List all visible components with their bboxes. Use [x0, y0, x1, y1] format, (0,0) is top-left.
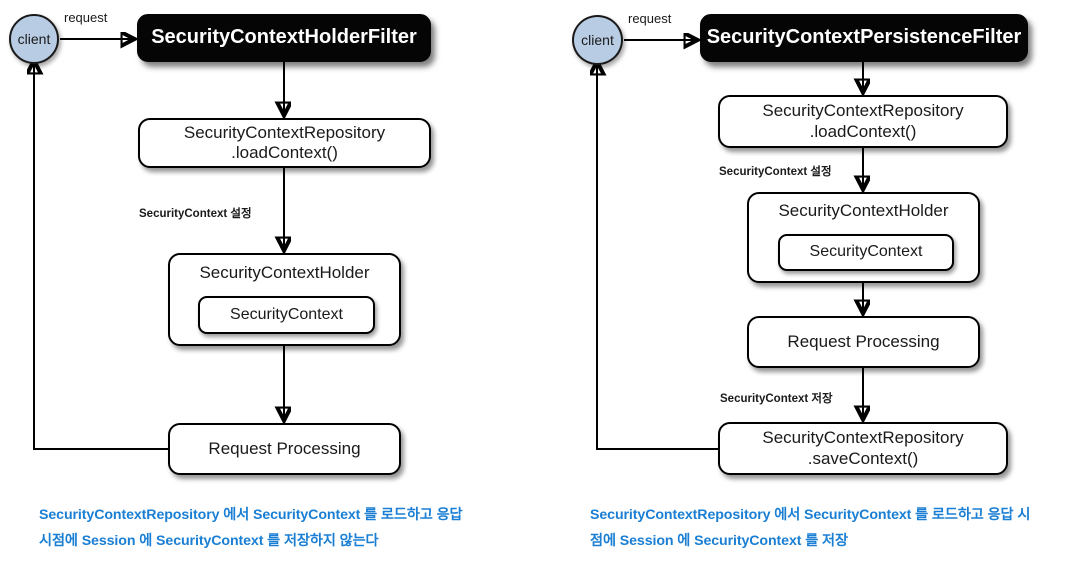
left-client-node[interactable]: client [9, 14, 59, 64]
left-security-context-label: SecurityContext [230, 305, 343, 323]
left-caption-line1: SecurityContextRepository 에서 SecurityCon… [39, 507, 463, 523]
left-request-processing-label: Request Processing [208, 438, 361, 458]
right-repository-save-node[interactable]: SecurityContextRepository .saveContext() [718, 422, 1008, 475]
right-client-label: client [581, 32, 614, 48]
left-repository-load-line2: .loadContext() [231, 143, 338, 162]
right-connector-wires [543, 0, 1086, 450]
right-repository-save-line2: .saveContext() [807, 448, 919, 468]
right-set-context-edge-label: SecurityContext 설정 [719, 166, 832, 178]
right-security-context-node[interactable]: SecurityContext [778, 234, 954, 271]
left-filter-label: SecurityContextHolderFilter [151, 26, 417, 49]
right-caption-line2: 점에 Session 에 SecurityContext 를 저장 [590, 533, 848, 550]
right-repository-save-line1: SecurityContextRepository [762, 428, 964, 448]
left-holder-label: SecurityContextHolder [199, 263, 370, 282]
left-caption: SecurityContextRepository 에서 SecurityCon… [39, 502, 463, 555]
right-client-node[interactable]: client [572, 15, 623, 65]
left-repository-load-line1: SecurityContextRepository [183, 122, 386, 142]
right-repository-load-line2: .loadContext() [809, 121, 917, 141]
left-security-context-node[interactable]: SecurityContext [198, 296, 375, 334]
left-client-label: client [17, 31, 51, 47]
right-security-context-label: SecurityContext [809, 243, 923, 261]
right-holder-node[interactable]: SecurityContextHolder SecurityContext [747, 192, 980, 283]
left-request-edge-label: request [64, 10, 108, 25]
right-repository-load-line1: SecurityContextRepository [762, 101, 964, 121]
right-caption: SecurityContextRepository 에서 SecurityCon… [590, 502, 1030, 555]
right-request-processing-label: Request Processing [787, 331, 940, 351]
left-request-processing-node[interactable]: Request Processing [168, 423, 401, 475]
left-caption-line2: 시점에 Session 에 SecurityContext 를 저장하지 않는다 [39, 533, 379, 550]
left-connector-wires [0, 0, 543, 450]
right-save-context-edge-label: SecurityContext 저장 [720, 393, 833, 405]
left-repository-load-node[interactable]: SecurityContextRepository .loadContext() [138, 118, 431, 168]
left-set-context-edge-label: SecurityContext 설정 [139, 208, 252, 220]
right-holder-label: SecurityContextHolder [778, 201, 949, 220]
left-flow-panel: client request SecurityContextHolderFilt… [0, 0, 543, 555]
right-flow-panel: client request SecurityContextPersistenc… [543, 0, 1086, 567]
right-filter-node[interactable]: SecurityContextPersistenceFilter [700, 14, 1028, 62]
right-request-edge-label: request [628, 11, 672, 26]
left-filter-node[interactable]: SecurityContextHolderFilter [137, 14, 431, 62]
right-repository-load-node[interactable]: SecurityContextRepository .loadContext() [718, 95, 1008, 148]
left-holder-node[interactable]: SecurityContextHolder SecurityContext [168, 253, 401, 346]
right-request-processing-node[interactable]: Request Processing [747, 316, 980, 368]
right-filter-label: SecurityContextPersistenceFilter [706, 26, 1022, 49]
right-caption-line1: SecurityContextRepository 에서 SecurityCon… [590, 507, 1031, 523]
